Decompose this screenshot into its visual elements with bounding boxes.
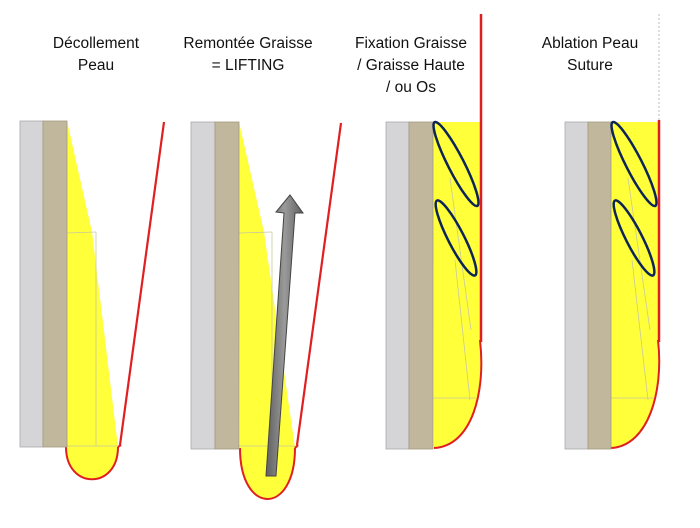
panel-title-fixation: Fixation Graisse / Graisse Haute / ou Os <box>355 35 467 96</box>
panel-title-remontee: Remontée Graisse = LIFTING <box>183 35 313 74</box>
fat-lobule-lines <box>66 231 118 447</box>
fixation-suture <box>434 199 478 277</box>
fixation-suture <box>612 199 656 277</box>
fat-layer <box>433 122 482 448</box>
lifting-arrow <box>265 194 304 477</box>
panel-fixation <box>385 14 483 450</box>
panel-remontee <box>190 121 343 500</box>
panel-title-decollement: Décollement Peau <box>52 35 140 74</box>
detached-skin-line <box>295 122 343 446</box>
muscle-layer <box>587 121 612 450</box>
panel-ablation <box>564 14 661 450</box>
skin-edge <box>117 444 122 448</box>
muscle-layer <box>214 121 240 450</box>
muscle-layer <box>408 121 434 450</box>
bone-layer <box>19 120 44 448</box>
fat-flap-outline <box>65 446 119 481</box>
fat-lobule-lines <box>433 177 476 401</box>
fat-flap-outline <box>239 447 296 500</box>
skin-edge <box>294 444 299 449</box>
panel-decollement <box>19 120 166 481</box>
muscle-layer <box>42 120 68 448</box>
fat-flap-outline <box>610 339 661 449</box>
fat-layer <box>66 121 118 480</box>
fixation-suture <box>610 120 658 208</box>
bone-layer <box>190 121 216 450</box>
fixation-suture <box>432 120 480 208</box>
fat-flap-outline <box>433 339 483 449</box>
bone-layer <box>385 121 410 450</box>
detached-skin-line <box>118 121 166 446</box>
fat-lobule-lines <box>611 177 654 401</box>
bone-layer <box>564 121 589 450</box>
panel-title-ablation: Ablation Peau Suture <box>541 35 639 74</box>
